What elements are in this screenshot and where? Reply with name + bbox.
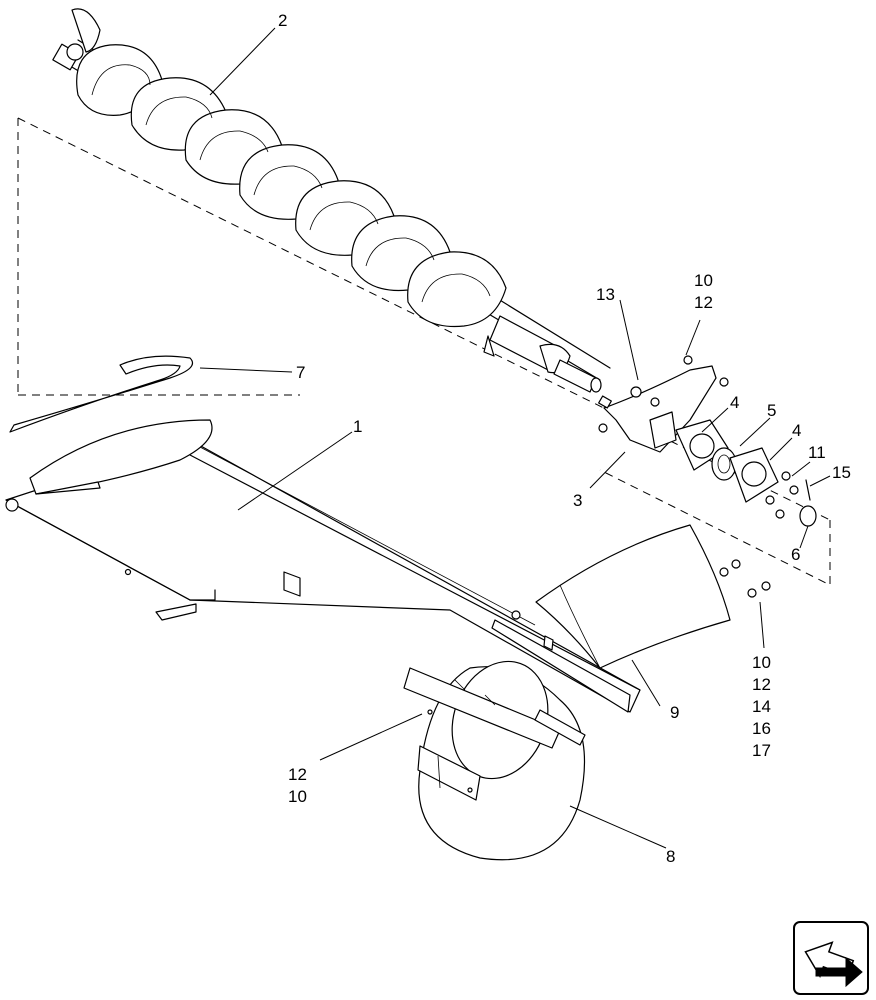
callout-2: 2	[278, 11, 287, 30]
callout-8: 8	[666, 847, 675, 866]
callout-12-left: 12	[288, 765, 307, 784]
flashing-strip-part-7	[9, 355, 194, 433]
callout-4-first: 4	[730, 393, 739, 412]
callout-10-left: 10	[288, 787, 307, 806]
auger-part-2	[52, 8, 611, 393]
callout-17-right: 17	[752, 741, 771, 760]
callout-4-second: 4	[792, 421, 801, 440]
callout-15: 15	[832, 463, 851, 482]
callout-10-right: 10	[752, 653, 771, 672]
leader-lines	[199, 27, 831, 849]
callout-12-top: 12	[694, 293, 713, 312]
callout-16-right: 16	[752, 719, 771, 738]
callout-1: 1	[353, 417, 362, 436]
callout-9: 9	[670, 703, 679, 722]
callout-13: 13	[596, 285, 615, 304]
callout-10-top: 10	[694, 271, 713, 290]
next-page-arrow-icon[interactable]	[793, 921, 869, 995]
cover-part-8	[403, 660, 586, 861]
callout-labels: 2 1 7 13 10 12 3 4 5 4 11 15 6 9 8 12 10…	[278, 11, 851, 866]
callout-3: 3	[573, 491, 582, 510]
bearing-assembly	[511, 355, 817, 620]
callout-11: 11	[808, 443, 826, 462]
callout-6: 6	[791, 545, 800, 564]
callout-7: 7	[296, 363, 305, 382]
shield-part-9	[535, 524, 731, 669]
callout-5: 5	[767, 401, 776, 420]
trough-part-1	[5, 419, 641, 713]
callout-12-right: 12	[752, 675, 771, 694]
callout-14-right: 14	[752, 697, 771, 716]
